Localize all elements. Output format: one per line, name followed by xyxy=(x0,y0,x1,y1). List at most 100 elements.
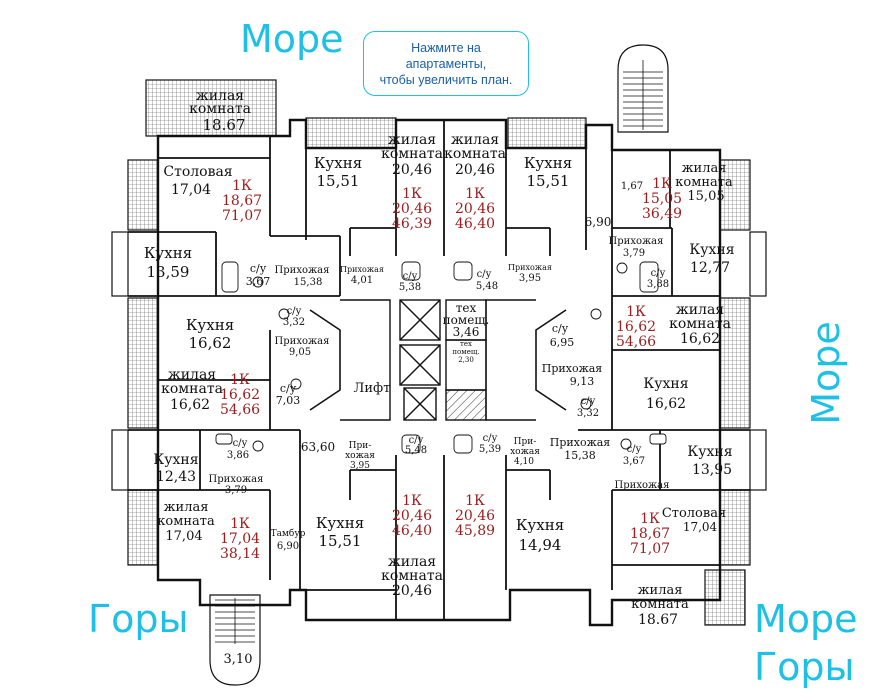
apt-living: 15,05 xyxy=(642,191,682,207)
apt-living: 18,67 xyxy=(630,526,670,542)
room-label: Прихожая xyxy=(550,436,610,449)
hint-line: апартаменты, xyxy=(405,56,487,71)
apt-total: 54,66 xyxy=(616,334,656,350)
area-value: 12,77 xyxy=(690,260,730,276)
room-label: Прихожая xyxy=(609,236,664,247)
room-label: комната xyxy=(189,101,251,117)
area-value: 3,67 xyxy=(246,275,271,288)
room-label: жилая xyxy=(388,132,436,148)
apt-total: 46,40 xyxy=(392,523,432,539)
area-value: 3,46 xyxy=(453,325,480,339)
area-value: 4,01 xyxy=(351,275,373,286)
room-label: Кухня xyxy=(516,516,564,534)
area-value: 9,05 xyxy=(289,347,311,358)
room-label: тех xyxy=(460,340,472,348)
room-label: с/у xyxy=(287,306,302,317)
area-value: 15,38 xyxy=(564,449,596,462)
area-value: 17,04 xyxy=(683,520,718,534)
area-value: 9,13 xyxy=(570,375,595,388)
zoom-hint-box: Нажмите на апартаменты, чтобы увеличить … xyxy=(363,31,529,96)
room-label: Прихожая xyxy=(615,480,670,491)
area-value: 3,67 xyxy=(623,456,645,467)
room-label: хожая xyxy=(345,451,375,461)
apt-type: 1К xyxy=(232,178,252,194)
area-value: 6,90 xyxy=(277,541,299,552)
room-label: Кухня xyxy=(643,376,688,392)
area-value: 3,32 xyxy=(283,317,305,328)
label-sea-top: Море xyxy=(240,17,344,61)
apt-living: 20,46 xyxy=(392,508,432,524)
area-value: 4,10 xyxy=(514,457,534,467)
room-label: жилая xyxy=(196,88,244,104)
room-label: комната xyxy=(669,316,731,332)
area-value: 20,46 xyxy=(392,583,432,599)
area-value: 5,48 xyxy=(405,445,427,456)
area-value: 16,62 xyxy=(170,397,210,413)
area-value: 3,10 xyxy=(224,652,253,667)
apt-total: 46,39 xyxy=(392,216,432,232)
room-label: с/у xyxy=(280,382,297,395)
label-mountains-bottom-right: Горы xyxy=(754,645,855,689)
area-value: 17,04 xyxy=(171,182,211,198)
room-label: Кухня xyxy=(144,244,192,262)
area-value: 3,32 xyxy=(577,408,599,419)
room-label: жилая xyxy=(638,583,683,598)
apt-type: 1К xyxy=(626,304,646,320)
apt-type: 1К xyxy=(230,372,250,388)
fixtures xyxy=(215,261,667,454)
room-label: жилая xyxy=(676,302,724,318)
area-value: 12,43 xyxy=(156,469,196,485)
room-label: Прихожая xyxy=(340,265,384,274)
area-value: 3,95 xyxy=(350,461,370,471)
room-label: Лифт xyxy=(354,381,391,396)
room-label: Кухня xyxy=(316,514,364,532)
room-label: помещ. xyxy=(452,348,479,356)
room-label: Кухня xyxy=(689,242,734,258)
area-value: 15,51 xyxy=(319,532,362,550)
core xyxy=(309,299,567,421)
area-value: 16,62 xyxy=(189,334,232,352)
balconies xyxy=(127,79,751,626)
room-label: комната xyxy=(675,175,733,190)
area-value: 20,46 xyxy=(455,162,495,178)
room-label: Прихожая xyxy=(275,336,330,347)
room-label: Кухня xyxy=(687,444,732,460)
area-value: 15,51 xyxy=(527,172,570,190)
label-sea-bottom-right: Море xyxy=(754,597,858,641)
area-value: 14,94 xyxy=(519,536,562,554)
area-value: 3,88 xyxy=(647,279,669,290)
room-label: с/у xyxy=(581,396,596,407)
walls xyxy=(111,118,767,627)
room-label: с/у xyxy=(403,271,418,282)
area-value: 15,51 xyxy=(317,172,360,190)
area-value: 16,62 xyxy=(680,331,720,347)
apt-living: 20,46 xyxy=(455,508,495,524)
apt-type: 1К xyxy=(230,516,250,532)
room-label: комната xyxy=(381,568,443,584)
label-mountains-left: Горы xyxy=(88,597,189,641)
area-value: 3,95 xyxy=(519,273,541,284)
room-labels: жилая комната 18.67 Столовая 17,04 Кухня… xyxy=(144,88,735,667)
area-value: 17,04 xyxy=(165,529,202,544)
area-value: 2,30 xyxy=(458,356,474,364)
stair-top-right xyxy=(617,44,669,133)
room-label: Кухня xyxy=(186,316,234,334)
area-value: 13,95 xyxy=(692,462,732,478)
area-value: 13,59 xyxy=(147,263,190,281)
area-value: 3,86 xyxy=(227,450,249,461)
room-label: Прихожая xyxy=(542,362,602,375)
room-label: Столовая xyxy=(163,164,232,180)
area-value: 18.67 xyxy=(638,612,678,628)
label-sea-right: Море xyxy=(803,321,848,425)
room-label: Прихожая xyxy=(209,474,264,485)
room-label: Прихожая xyxy=(508,263,552,272)
room-label: с/у xyxy=(233,438,248,449)
room-label: Столовая xyxy=(662,506,726,521)
area-value: 20,46 xyxy=(392,162,432,178)
interior-walls xyxy=(128,120,750,620)
apt-total: 45,89 xyxy=(455,523,495,539)
room-label: жилая xyxy=(451,132,499,148)
apt-living: 20,46 xyxy=(392,201,432,217)
room-label: Кухня xyxy=(314,154,362,172)
room-label: жилая xyxy=(682,161,727,176)
